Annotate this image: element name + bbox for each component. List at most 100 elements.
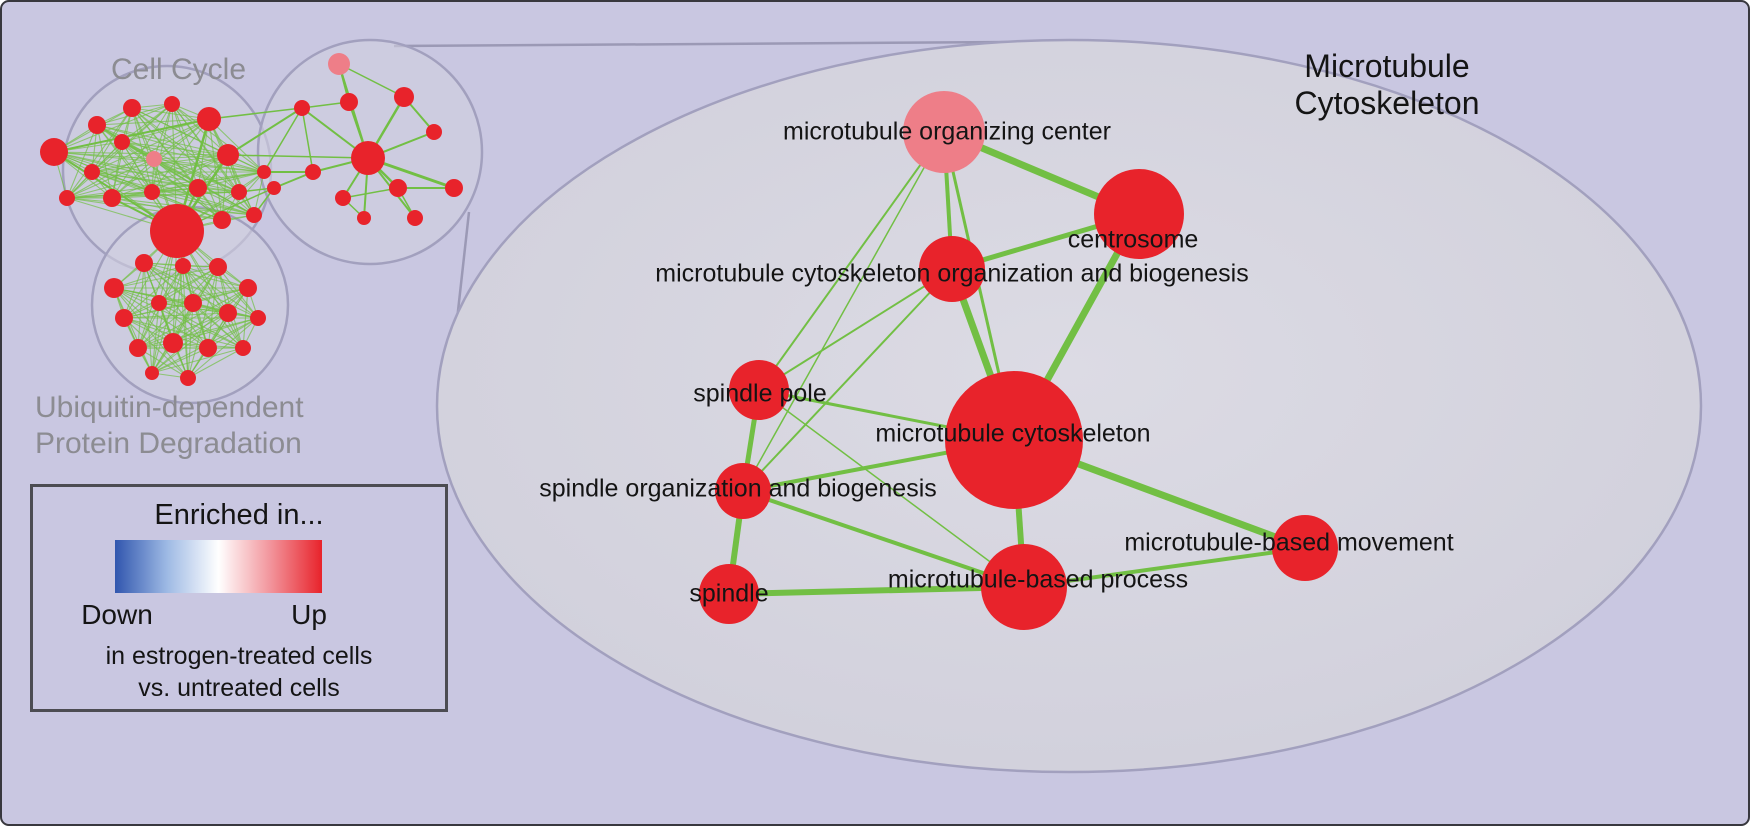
- overview-edge: [137, 262, 145, 349]
- overview-edge: [123, 317, 244, 349]
- overview-edge: [123, 266, 219, 319]
- overview-edge: [153, 154, 229, 160]
- overview-node: [328, 53, 350, 75]
- overview-node: [217, 144, 239, 166]
- overview-edge: [153, 158, 265, 173]
- overview-edge: [187, 302, 194, 379]
- overview-edge: [131, 107, 210, 120]
- overview-edge: [172, 317, 259, 344]
- overview-edge: [301, 107, 314, 173]
- overview-edge: [123, 262, 145, 319]
- overview-edge: [123, 265, 184, 319]
- network-node-cen: [1094, 169, 1184, 259]
- overview-edge: [91, 158, 155, 173]
- overview-node: [257, 165, 271, 179]
- network-node-spp: [729, 360, 789, 420]
- overview-node: [219, 304, 237, 322]
- overview-edge: [53, 103, 173, 153]
- overview-edge: [111, 107, 133, 199]
- overview-node: [84, 164, 100, 180]
- overview-edge: [208, 107, 303, 120]
- overview-node: [335, 190, 351, 206]
- overview-edge: [342, 187, 399, 199]
- overview-node: [189, 179, 207, 197]
- network-node-sp: [699, 564, 759, 624]
- overview-node: [175, 258, 191, 274]
- overview-edge: [53, 118, 210, 153]
- overview-node: [389, 179, 407, 197]
- overview-edge: [121, 141, 229, 156]
- detail-nodes: [699, 91, 1338, 630]
- overview-edge: [158, 287, 249, 304]
- legend-subtitle-line2: vs. untreated cells: [138, 674, 340, 702]
- overview-edge: [158, 266, 219, 304]
- overview-edge: [192, 287, 249, 304]
- overview-edge: [151, 191, 255, 216]
- network-edge-moc-sob: [742, 131, 945, 492]
- cluster-title-line1: Microtubule: [1304, 48, 1470, 84]
- overview-node: [445, 179, 463, 197]
- overview-edge: [187, 347, 244, 379]
- network-edge-mcob-spp: [758, 268, 953, 391]
- overview-node: [129, 339, 147, 357]
- overview-node: [351, 141, 385, 175]
- overview-edge: [123, 317, 209, 349]
- overview-node: [250, 310, 266, 326]
- overview-node: [151, 295, 167, 311]
- cluster-label-ubiquitin-line1: Ubiquitin-dependent: [35, 391, 304, 424]
- overview-edge: [121, 141, 223, 221]
- overview-node: [114, 134, 130, 150]
- overview-edge: [91, 171, 240, 193]
- overview-nodes: [40, 53, 463, 386]
- overview-edge: [137, 302, 194, 349]
- network-edge-moc-spp: [758, 131, 945, 391]
- overview-node: [305, 164, 321, 180]
- overview-node: [340, 93, 358, 111]
- overview-node: [394, 87, 414, 107]
- overview-node: [164, 96, 180, 112]
- overview-node: [103, 189, 121, 207]
- overview-node: [209, 258, 227, 276]
- overview-node: [144, 184, 160, 200]
- network-node-moc: [903, 91, 985, 173]
- network-edge-sob-mbp: [742, 489, 1025, 589]
- network-edge-mbp-mbm: [1023, 546, 1306, 589]
- overview-edge: [111, 191, 240, 199]
- cluster-title-microtubule: Microtubule Cytoskeleton: [1255, 48, 1519, 122]
- overview-edge: [227, 107, 303, 156]
- cluster-title-line2: Cytoskeleton: [1294, 85, 1480, 121]
- overview-node: [40, 138, 68, 166]
- overview-node: [246, 207, 262, 223]
- overview-node: [426, 124, 442, 140]
- network-edge-spp-mbp: [758, 389, 1025, 588]
- overview-edge: [123, 312, 229, 319]
- overview-edge: [151, 302, 160, 374]
- overview-edge: [96, 124, 153, 193]
- overview-edge: [208, 118, 265, 173]
- network-edge-mcob-sob: [742, 268, 953, 492]
- overview-node: [197, 107, 221, 131]
- overview-edge: [151, 265, 184, 374]
- overview-edge: [91, 171, 255, 216]
- overview-node: [104, 278, 124, 298]
- legend-up-label: Up: [291, 599, 327, 630]
- overview-node: [163, 333, 183, 353]
- overview-node: [145, 366, 159, 380]
- overview-edge: [227, 154, 369, 159]
- overview-node: [213, 211, 231, 229]
- overview-edge: [151, 347, 209, 374]
- overview-edge: [66, 171, 265, 199]
- overview-edge: [121, 141, 240, 193]
- legend-box: Enriched in... Down Up in estrogen-treat…: [30, 484, 448, 712]
- network-node-mc: [945, 371, 1083, 509]
- network-edge-sp-mbp: [728, 584, 1025, 597]
- overview-node: [150, 204, 204, 258]
- overview-node: [88, 116, 106, 134]
- overview-node: [180, 370, 196, 386]
- overview-edge: [171, 103, 229, 156]
- overview-edge: [158, 302, 209, 349]
- overview-edge: [151, 154, 229, 193]
- overview-edge: [192, 302, 244, 349]
